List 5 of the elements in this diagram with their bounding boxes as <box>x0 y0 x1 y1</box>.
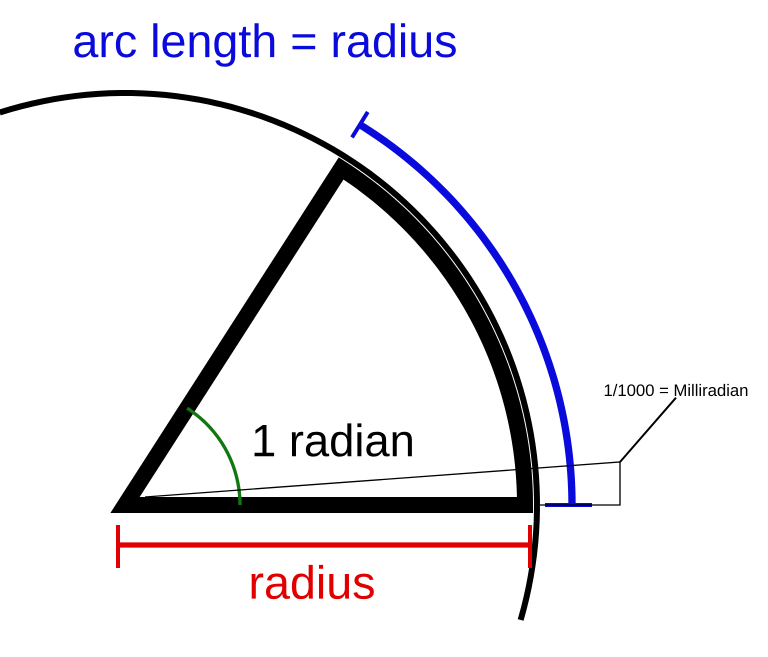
radius-label: radius <box>252 564 374 600</box>
leader-line <box>619 397 677 463</box>
callout-text: 1/1000 = Milliradian <box>604 384 748 396</box>
wedge <box>144 461 621 506</box>
arc-length-label: arc length = radius <box>74 23 456 67</box>
